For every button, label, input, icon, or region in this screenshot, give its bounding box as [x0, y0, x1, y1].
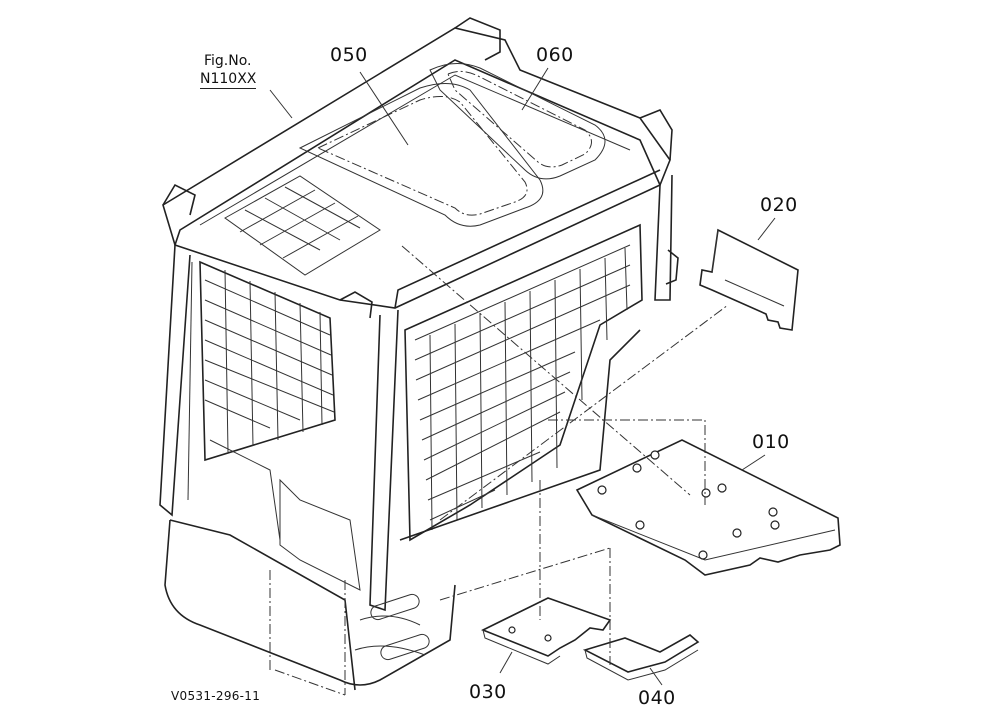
roof-panel-060-shape	[429, 63, 606, 180]
side-screen-left	[199, 260, 336, 462]
part-label-060[interactable]: 060	[536, 44, 574, 66]
roof-panel-050-shape	[298, 83, 544, 227]
fig-no-label: Fig.No.	[204, 53, 252, 69]
side-screen-right	[404, 223, 643, 542]
part-020-shape	[699, 228, 799, 331]
part-label-040[interactable]: 040	[638, 687, 676, 709]
leader-lines	[269, 67, 776, 696]
part-030-shape	[481, 597, 612, 665]
part-label-010[interactable]: 010	[752, 431, 790, 453]
cab-assembly	[159, 17, 679, 691]
part-040-shape	[582, 634, 700, 681]
part-label-030[interactable]: 030	[469, 681, 507, 703]
part-label-050[interactable]: 050	[330, 44, 368, 66]
part-010-shape	[575, 439, 841, 576]
roof-grille	[224, 175, 381, 276]
fig-no-value: N110XX	[200, 71, 257, 89]
drawing-code: V0531-296-11	[171, 689, 261, 703]
part-label-020[interactable]: 020	[760, 194, 798, 216]
